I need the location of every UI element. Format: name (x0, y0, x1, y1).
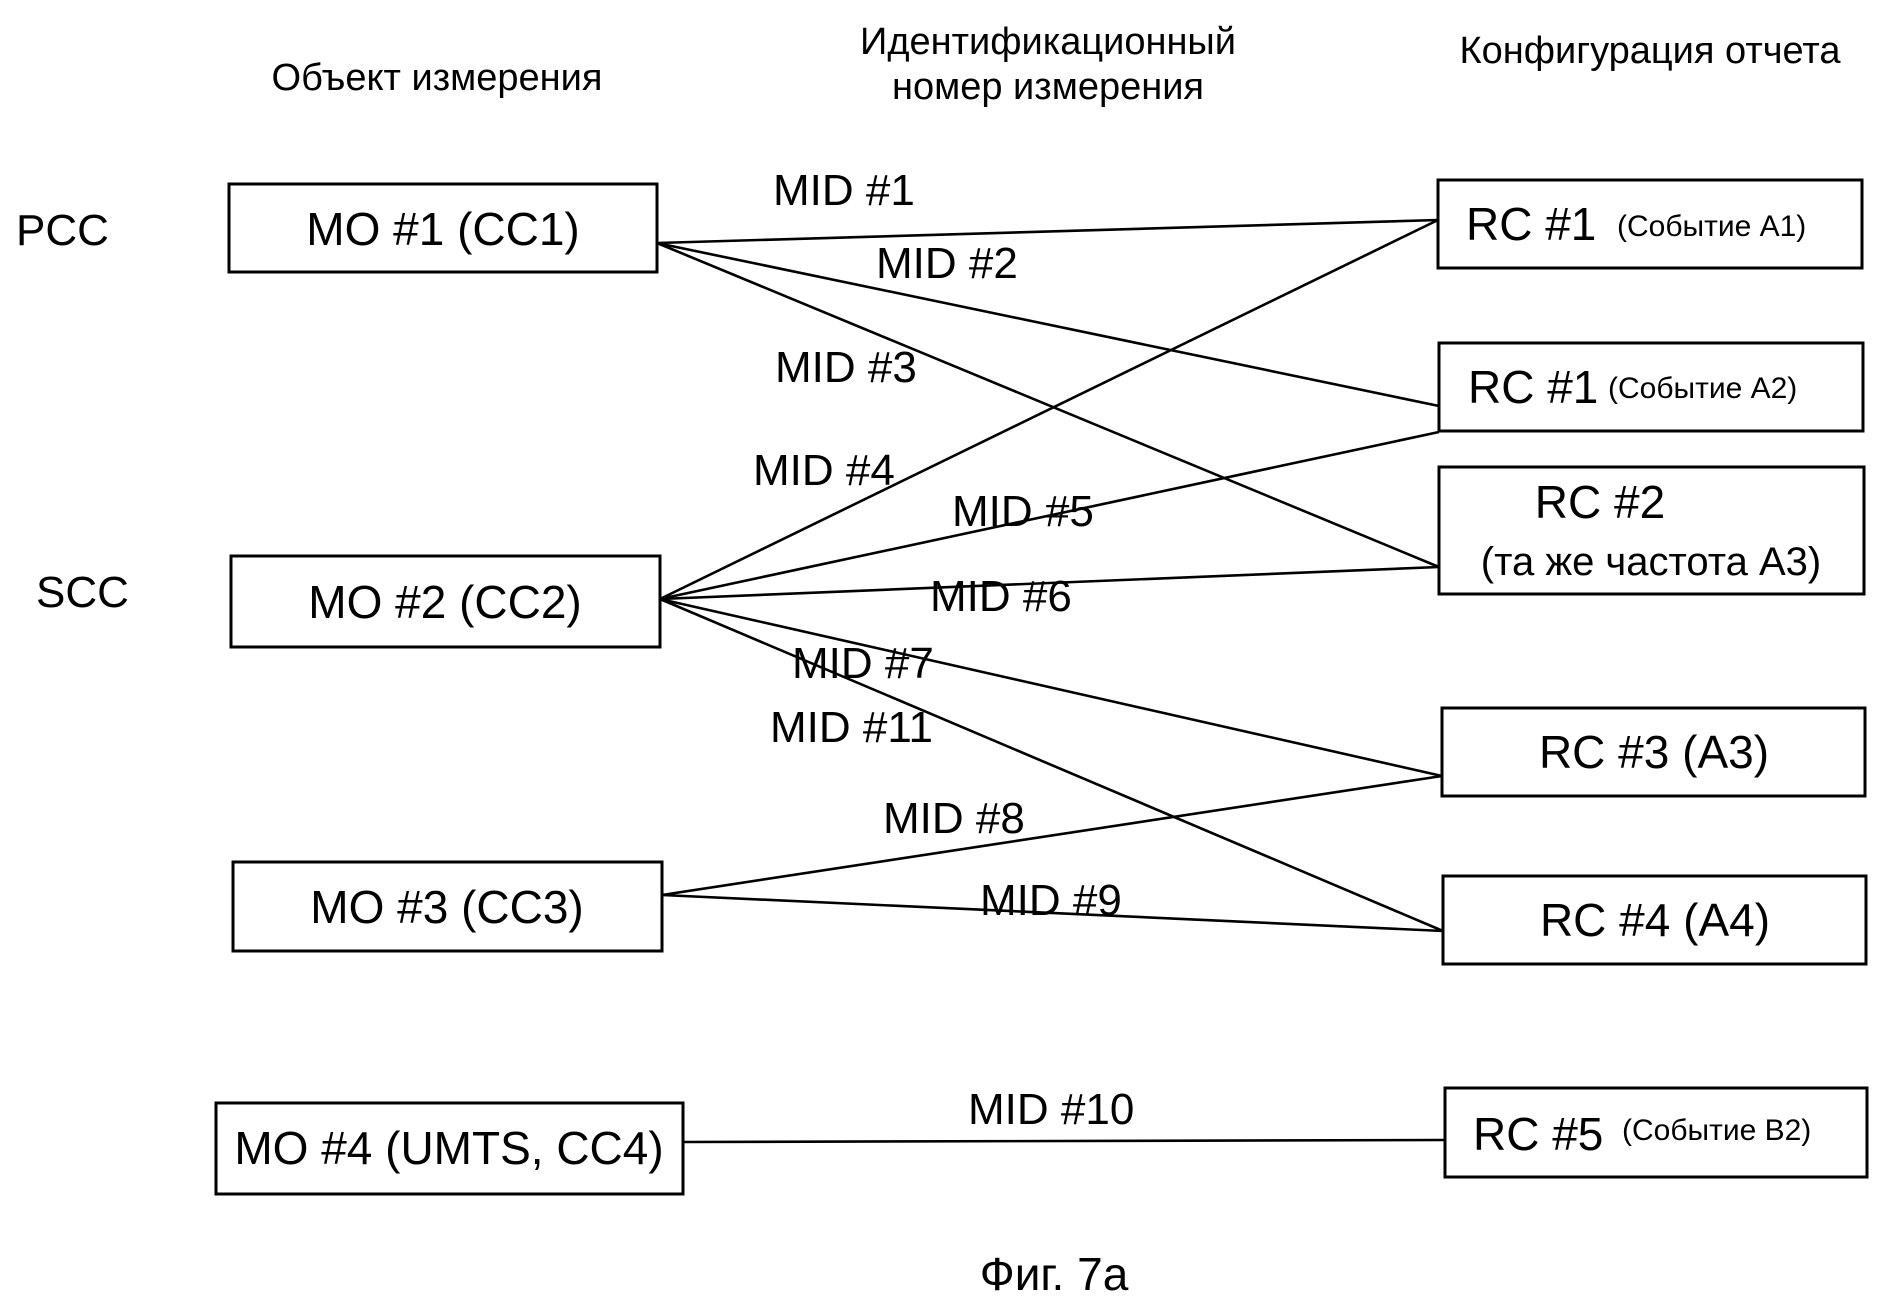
mo-box-3-frame (231, 860, 664, 953)
rc-box-4-label: RC #4 (A4) (1540, 894, 1770, 946)
header-measurement-id-line1: Идентификационный (860, 21, 1236, 63)
rc-box-1-a2-frame (1437, 341, 1865, 433)
rc-box-4[interactable]: RC #4 (A4) (1441, 874, 1868, 966)
connection-line-1 (656, 218, 1439, 245)
mid-label-1: MID #1 (773, 166, 915, 215)
connection-line-3 (656, 241, 1440, 569)
header-measurement-id-line2: номер измерения (892, 66, 1204, 108)
scc-label: SCC (36, 568, 129, 617)
mid-label-6: MID #6 (930, 572, 1072, 621)
pcc-label: PCC (16, 206, 109, 255)
mid-label-3: MID #3 (775, 343, 917, 392)
connection-line-9 (661, 893, 1444, 933)
figure-caption: Фиг. 7а (980, 1248, 1129, 1300)
mo-box-1-frame (227, 182, 659, 274)
connection-line-10 (682, 1138, 1446, 1144)
mid-label-2: MID #2 (876, 239, 1018, 288)
connection-line-2 (656, 241, 1440, 408)
mid-label-5: MID #5 (952, 487, 1094, 536)
rc-box-1-a1-label: RC #1 (1466, 198, 1596, 250)
rc-box-3-frame (1440, 706, 1867, 798)
mo-box-4-frame (214, 1101, 685, 1196)
mo-box-4[interactable]: MO #4 (UMTS, CC4) (214, 1101, 685, 1196)
rc-box-4-frame (1441, 874, 1868, 966)
connection-line-7 (659, 597, 1443, 778)
rc-box-2[interactable]: RC #2 (та же частота A3) (1437, 465, 1866, 596)
rc-box-3-label: RC #3 (A3) (1539, 726, 1769, 778)
mo-box-1-label: MO #1 (CC1) (306, 203, 579, 255)
connection-line-4 (659, 218, 1439, 601)
mo-box-1[interactable]: MO #1 (CC1) (227, 182, 659, 274)
rc-box-1-a1[interactable]: RC #1 (Событие A1) (1436, 178, 1864, 270)
mid-label-11: MID #11 (770, 703, 933, 752)
mid-label-10: MID #10 (968, 1085, 1134, 1134)
mo-box-3-label: MO #3 (CC3) (310, 881, 583, 933)
mo-box-3[interactable]: MO #3 (CC3) (231, 860, 664, 953)
rc-box-2-event: (та же частота A3) (1481, 540, 1821, 584)
mid-label-7: MID #7 (792, 639, 934, 688)
rc-box-5-event: (Событие B2) (1622, 1114, 1811, 1147)
connection-line-11 (659, 597, 1444, 933)
mo-box-2-label: MO #2 (CC2) (308, 576, 581, 628)
rc-box-5[interactable]: RC #5 (Событие B2) (1443, 1086, 1869, 1179)
rc-box-1-a2-label: RC #1 (1468, 361, 1598, 413)
mo-box-2-frame (229, 554, 662, 649)
rc-box-1-a2-event: (Событие A2) (1608, 372, 1797, 405)
mo-box-4-label: MO #4 (UMTS, CC4) (234, 1122, 663, 1174)
mid-label-9: MID #9 (980, 876, 1122, 925)
rc-box-2-label: RC #2 (1535, 476, 1665, 528)
mid-label-4: MID #4 (753, 446, 895, 495)
rc-box-2-frame (1437, 465, 1866, 596)
rc-box-3[interactable]: RC #3 (A3) (1440, 706, 1867, 798)
rc-box-1-a1-frame (1436, 178, 1864, 270)
connection-line-8 (661, 774, 1443, 897)
rc-box-5-frame (1443, 1086, 1869, 1179)
mo-box-2[interactable]: MO #2 (CC2) (229, 554, 662, 649)
rc-box-1-a1-event: (Событие A1) (1617, 210, 1806, 243)
connection-lines (656, 218, 1446, 1144)
connection-line-6 (659, 565, 1440, 601)
rc-box-5-label: RC #5 (1473, 1108, 1603, 1160)
header-report-config: Конфигурация отчета (1459, 30, 1841, 72)
connection-line-5 (659, 430, 1440, 601)
header-measurement-object: Объект измерения (272, 57, 603, 99)
mid-label-8: MID #8 (883, 794, 1025, 843)
rc-box-1-a2[interactable]: RC #1 (Событие A2) (1437, 341, 1865, 433)
